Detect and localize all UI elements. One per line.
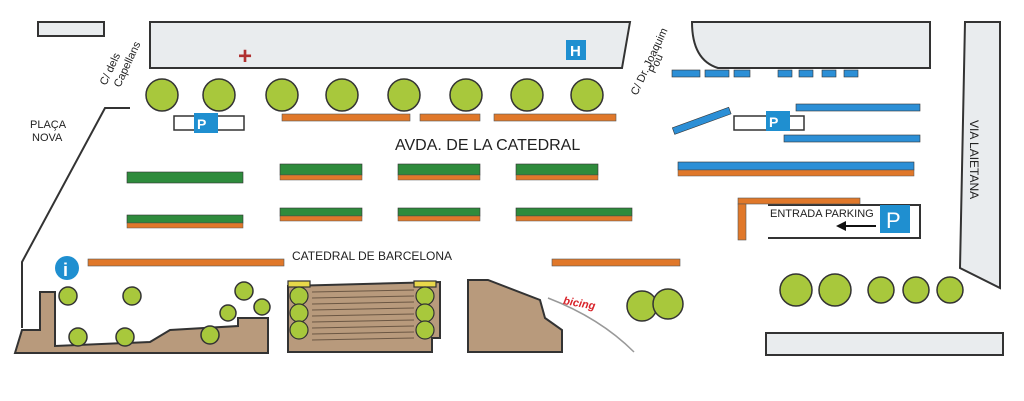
label-entrada-parking: ENTRADA PARKING [770,208,874,220]
via-laietana-block [958,21,1001,290]
trees-left-square [58,281,271,347]
label-pou-1: C/ Dr. Joaquim [629,26,671,97]
trees-top [145,78,604,112]
stalls-blue-right-2 [783,134,921,143]
placa-boundary [21,107,130,328]
top-right-block [690,21,931,69]
stalls-green-right-1 [515,163,599,181]
label-catedral: CATEDRAL DE BARCELONA [292,249,452,263]
parking-right-icon: P [769,114,778,130]
hotel-icon-bg [566,40,586,60]
stalls-orange-right-bottom [551,258,681,267]
hospital-cross-icon: + [238,43,252,70]
parking-right: P [733,111,805,131]
bottom-right-block [765,332,1004,356]
stalls-blue-diagonal [671,106,732,135]
trees-cathedral [287,280,437,340]
parking-sign-icon: P [886,208,901,233]
info-icon: i [63,260,68,280]
parking-ramp-outline [768,204,921,239]
stalls-orange-top-1 [281,113,411,122]
label-avinguda: AVDA. DE LA CATEDRAL [395,137,580,154]
building-left [13,291,269,354]
bicing-logo: bicing [562,295,596,312]
stalls-green-left-1 [126,171,244,184]
trees-right [626,273,964,322]
hotel-icon: H [570,43,581,60]
label-via-laietana: VIA LAIETANA [967,120,981,199]
top-left-block [37,21,105,37]
stalls-orange-top-2 [419,113,481,122]
stalls-blue-right-3 [677,161,915,177]
stalls-green-right-2 [515,207,633,222]
stalls-orange-catedral [87,258,285,267]
cathedral-steps [311,289,415,341]
info-icon-bg [55,256,79,280]
stalls-green-mid-3 [279,207,363,222]
label-placa-nova-1: PLAÇA [30,119,67,131]
parking-left-icon: P [197,116,206,132]
parking-sign-bg [880,205,910,233]
building-right [467,279,563,353]
stalls-green-mid-1 [279,163,363,181]
hospital-block [149,21,632,69]
label-placa-nova-2: NOVA [32,132,63,144]
stalls-blue-top-right [671,69,859,78]
parking-left: P [173,113,245,133]
stalls-orange-top-3 [493,113,617,122]
stalls-green-mid-4 [397,207,481,222]
stalls-blue-right-1 [795,103,921,112]
stalls-orange-parking [737,197,861,241]
stalls-green-left-2 [126,214,244,229]
stalls-green-mid-2 [397,163,481,181]
parking-arrow-head [836,221,846,231]
cathedral-building [287,280,441,353]
bicing-lane [547,297,635,353]
